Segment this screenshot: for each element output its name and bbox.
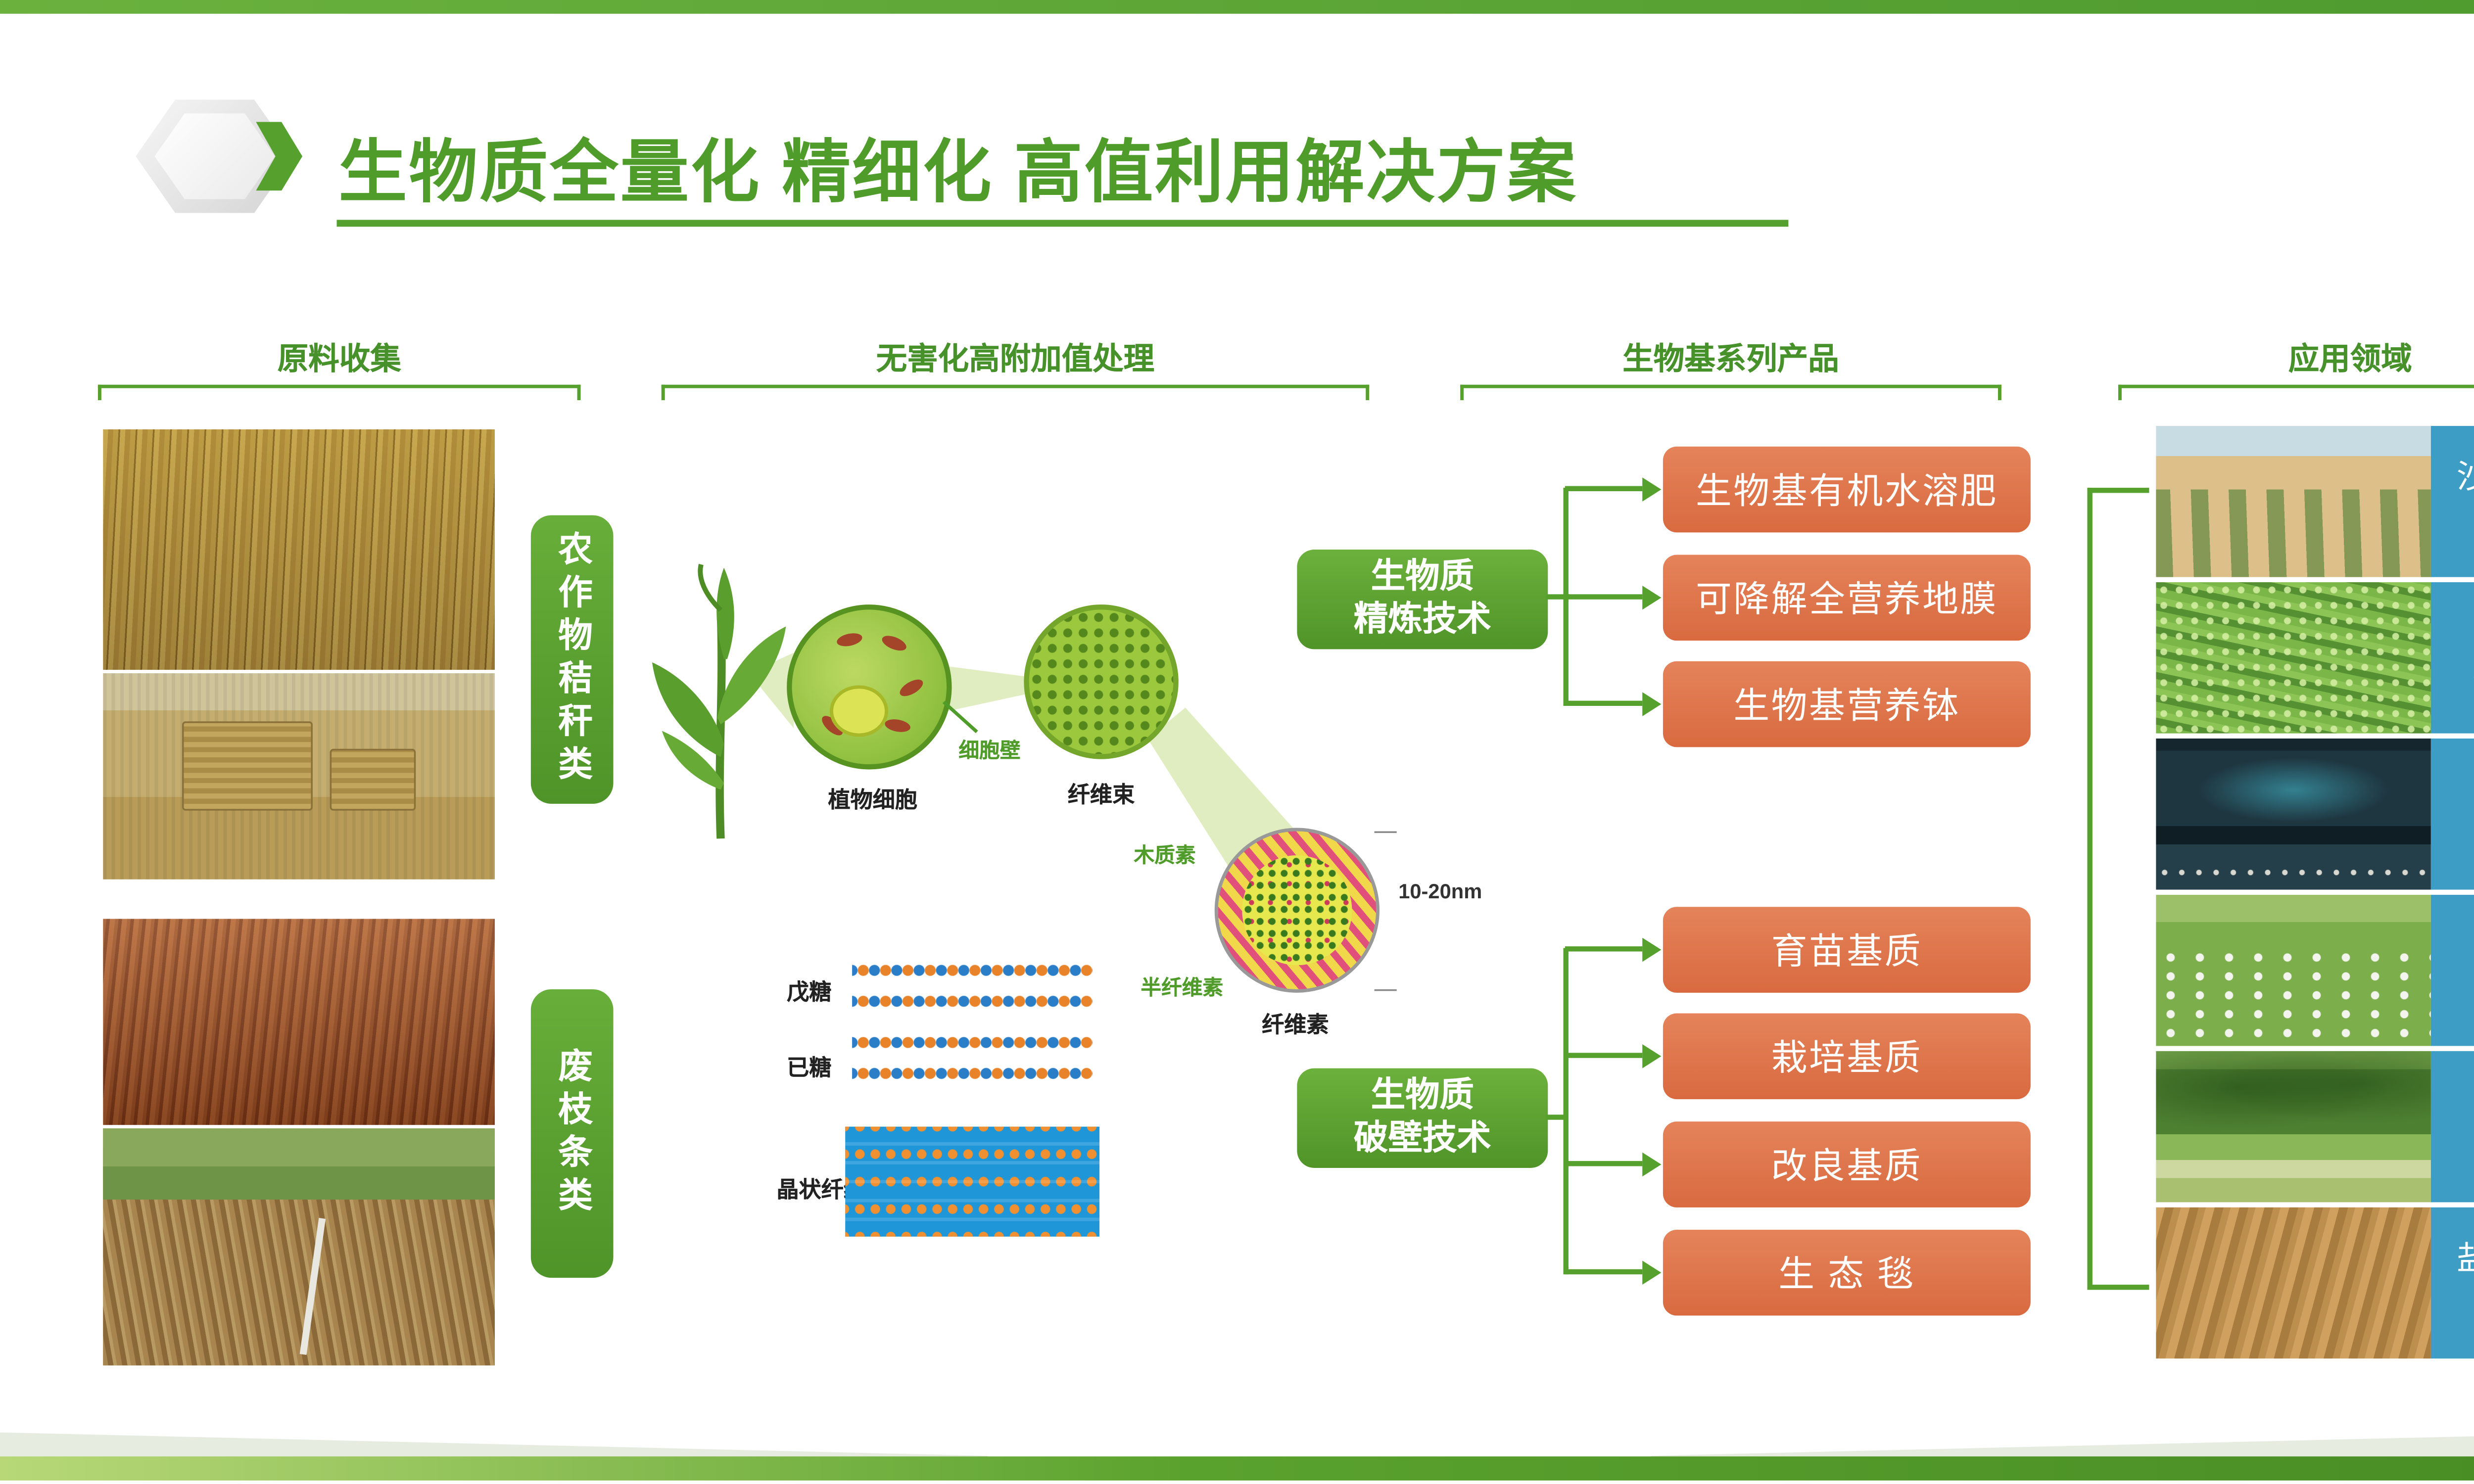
box-refining-tech: 生物质 精炼技术 — [1297, 550, 1548, 649]
product-cultivation-substrate: 栽培基质 — [1663, 1013, 2031, 1100]
connector-branch — [1565, 700, 1643, 706]
trellis-post — [299, 1218, 326, 1355]
product-eco-blanket: 生 态 毯 — [1663, 1229, 2031, 1316]
arrow-right-icon — [1642, 937, 1662, 962]
screen-glow — [2197, 756, 2390, 824]
photo-desertification — [2156, 426, 2431, 577]
label-cellulose: 纤维素 — [1262, 1012, 1329, 1038]
bracket-applications — [2118, 384, 2474, 400]
organelle — [835, 631, 863, 649]
nucleus — [829, 685, 889, 737]
photo-landscaping — [2156, 1051, 2431, 1203]
arrow-right-icon — [1642, 1044, 1662, 1068]
connector-branch — [1565, 486, 1643, 491]
sheep-flock — [2156, 947, 2431, 1046]
label-fiber-bundle: 纤维束 — [1067, 781, 1135, 807]
page-title: 生物质全量化 精细化 高值利用解决方案 — [338, 136, 1578, 212]
measure-tick-bottom — [1374, 989, 1397, 991]
label-cell-wall: 细胞壁 — [958, 738, 1021, 763]
label-pentose: 戊糖 — [787, 979, 832, 1005]
header-applications: 应用领域 — [2288, 341, 2412, 376]
plant-cell-diagram — [787, 604, 952, 770]
photo-agri-data — [2156, 738, 2431, 890]
connector-branch — [1565, 1053, 1643, 1058]
tag-waste-branches: 废枝条类 — [530, 989, 614, 1278]
hexose-chain-row — [852, 1065, 1093, 1082]
arrow-right-icon — [1642, 1152, 1662, 1177]
header-products: 生物基系列产品 — [1622, 341, 1839, 376]
photo-fertility — [2156, 582, 2431, 734]
measure-tick-top — [1374, 831, 1397, 833]
photo-hay-bales — [103, 673, 495, 880]
connector-trunk-2 — [1563, 948, 1569, 1275]
light-beams — [749, 652, 1302, 869]
tree-canopy — [2156, 1051, 2431, 1142]
product-degradable-mulch-film: 可降解全营养地膜 — [1663, 555, 2031, 641]
fiber-bundle-diagram — [1024, 604, 1179, 759]
connector-branch — [1565, 946, 1643, 952]
connector-branch — [1546, 1114, 1567, 1120]
organelle — [884, 717, 911, 734]
label-lignin: 木质素 — [1134, 843, 1196, 868]
pentose-chain-row — [852, 992, 1093, 1010]
cellulose-core — [1242, 855, 1352, 966]
label-plant-cell: 植物细胞 — [828, 787, 918, 813]
photo-livestock — [2156, 894, 2431, 1046]
product-seedling-substrate: 育苗基质 — [1663, 907, 2031, 993]
hay-bale — [182, 721, 313, 811]
crystalline-cellulose-diagram — [845, 1126, 1100, 1237]
label-hemicellulose: 半纤维素 — [1141, 975, 1224, 1000]
hexose-chain-row — [852, 1034, 1093, 1051]
app-label-livestock: 畜牧 养殖 — [2430, 894, 2474, 1046]
label-scale: 10-20nm — [1398, 879, 1482, 904]
box-wall-breaking-tech: 生物质 破壁技术 — [1297, 1068, 1548, 1168]
organelle — [880, 633, 908, 654]
cellulose-fiber-diagram — [1214, 828, 1380, 993]
arrow-right-icon — [1642, 1260, 1662, 1285]
bracket-raw — [97, 384, 581, 400]
photo-pruned-branches — [103, 1128, 495, 1366]
product-nutrition-bowl: 生物基营养钵 — [1663, 661, 2031, 747]
product-water-soluble-fertilizer: 生物基有机水溶肥 — [1663, 446, 2031, 533]
apps-bracket-bottom — [2087, 1285, 2149, 1290]
connector-branch — [1565, 1161, 1643, 1166]
photo-red-branches — [103, 919, 495, 1125]
apps-bracket-top — [2087, 488, 2149, 493]
photo-saline-land — [2156, 1207, 2431, 1359]
apps-bracket-vertical — [2087, 488, 2093, 1290]
app-label-landscaping: 园林 绿化 — [2430, 1051, 2474, 1203]
photo-corn-straw — [103, 429, 495, 670]
arrow-right-icon — [1642, 585, 1662, 610]
title-underline — [336, 220, 1789, 227]
product-improvement-substrate: 改良基质 — [1663, 1121, 2031, 1207]
pentose-chain-row — [852, 962, 1093, 979]
bracket-processing — [661, 384, 1370, 400]
header-processing: 无害化高附加值处理 — [876, 341, 1155, 376]
connector-branch — [1565, 1269, 1643, 1275]
app-label-desertification: 沙漠化 治理 — [2430, 426, 2474, 577]
connector-branch — [1546, 594, 1643, 600]
top-accent-bar — [0, 0, 2474, 14]
bracket-products — [1460, 384, 2001, 400]
app-label-agri-data: 农业 数据 — [2430, 738, 2474, 890]
console-lights — [2156, 865, 2431, 881]
app-label-fertility: 肥力 提升 — [2430, 582, 2474, 734]
header-raw-collection: 原料收集 — [277, 341, 401, 376]
bottom-accent-bar — [0, 1456, 2474, 1481]
organelle — [897, 676, 926, 700]
label-hexose: 已糖 — [787, 1054, 832, 1080]
arrow-right-icon — [1642, 692, 1662, 716]
app-label-saline-land: 盐碱地 改良 — [2430, 1207, 2474, 1359]
arrow-right-icon — [1642, 477, 1662, 502]
tag-crop-straw: 农作物秸秆类 — [530, 515, 614, 804]
hay-bale — [330, 748, 416, 811]
plant-icon — [652, 563, 786, 839]
